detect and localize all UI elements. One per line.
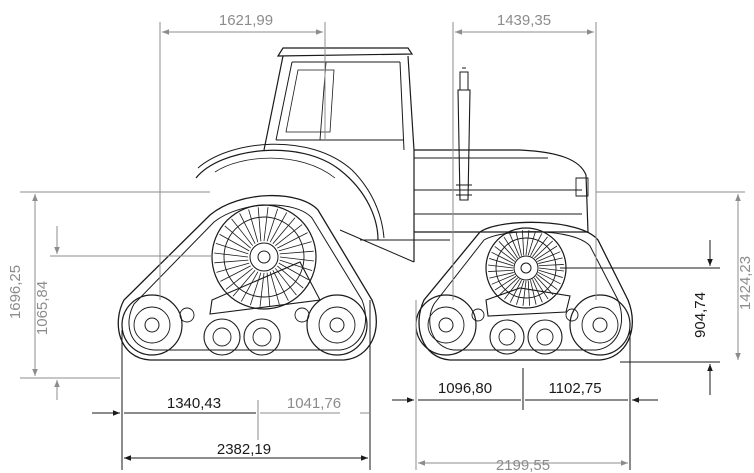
sprocket-spoke bbox=[257, 207, 262, 242]
sprocket-spoke bbox=[504, 279, 520, 300]
sprocket-spoke bbox=[538, 269, 563, 278]
sprocket-spoke bbox=[219, 233, 250, 252]
sprocket-spoke bbox=[269, 271, 280, 305]
sprocket-spoke bbox=[220, 265, 251, 282]
sprocket-spoke bbox=[275, 224, 303, 247]
rear-track-unit bbox=[117, 194, 377, 361]
dim-bottom-rear-total: 2199,55 bbox=[496, 457, 550, 473]
sprocket-spoke bbox=[274, 268, 297, 296]
sprocket-spoke bbox=[488, 264, 514, 269]
sprocket-spoke bbox=[239, 213, 256, 244]
sprocket-spoke bbox=[494, 246, 515, 262]
sprocket-spoke bbox=[214, 259, 249, 264]
sprocket-spoke bbox=[527, 280, 530, 306]
sprocket-spoke bbox=[489, 258, 514, 267]
sprocket-spoke bbox=[216, 262, 250, 273]
sprocket-spoke bbox=[525, 230, 530, 256]
sprocket-spoke bbox=[269, 212, 288, 243]
sprocket-spoke bbox=[538, 267, 564, 272]
sprocket-spoke bbox=[263, 207, 269, 242]
dim-left-inner: 1065,84 bbox=[34, 281, 51, 335]
sprocket-spoke bbox=[530, 233, 543, 256]
dim-bottom-rear-right: 1102,75 bbox=[548, 380, 601, 397]
sprocket-spoke bbox=[279, 256, 314, 262]
dimension-lines bbox=[20, 22, 745, 470]
sprocket-spoke bbox=[527, 231, 536, 256]
tractor-body bbox=[195, 47, 589, 263]
sprocket-spoke bbox=[494, 276, 517, 291]
sprocket-spoke bbox=[489, 272, 514, 279]
sprocket-spoke bbox=[538, 272, 561, 285]
dim-left-outer: 1696,25 bbox=[7, 265, 24, 319]
sprocket-spoke bbox=[266, 208, 279, 242]
sprocket-spoke bbox=[538, 257, 563, 264]
sprocket-spoke bbox=[231, 218, 254, 246]
sprocket-spoke bbox=[522, 230, 525, 256]
sprocket-spoke bbox=[272, 270, 289, 301]
dim-right-inner: 904,74 bbox=[692, 292, 709, 338]
sprocket-spoke bbox=[534, 277, 549, 300]
sprocket-spoke bbox=[498, 241, 517, 260]
sprocket-spoke bbox=[538, 264, 564, 267]
sprocket-spoke bbox=[532, 236, 548, 257]
sprocket-spoke bbox=[278, 262, 309, 281]
dimension-labels: 1621,99 1439,35 1696,25 1065,84 904,74 1… bbox=[7, 12, 754, 473]
sprocket-spoke bbox=[522, 280, 527, 306]
sprocket-spoke bbox=[534, 240, 553, 259]
sprocket-spoke bbox=[537, 274, 558, 290]
dim-bottom-front-right: 1041,76 bbox=[287, 395, 341, 412]
sprocket-spoke bbox=[535, 245, 558, 260]
sprocket-spoke bbox=[488, 269, 514, 272]
sprocket-spoke bbox=[279, 259, 313, 272]
sprocket-spoke bbox=[509, 280, 522, 303]
sprocket-spoke bbox=[240, 271, 259, 302]
sprocket-spoke bbox=[248, 209, 259, 243]
sprocket-spoke bbox=[232, 270, 256, 297]
sprocket-spoke bbox=[279, 250, 314, 255]
sprocket-spoke bbox=[491, 274, 515, 285]
dim-top-right: 1439,35 bbox=[497, 12, 551, 29]
sprocket-spoke bbox=[224, 225, 251, 249]
sprocket-spoke bbox=[215, 242, 249, 255]
sprocket-spoke bbox=[516, 280, 525, 305]
sprocket-spoke bbox=[537, 251, 561, 262]
dim-bottom-front-total: 2382,19 bbox=[217, 441, 271, 458]
sprocket-spoke bbox=[249, 272, 262, 306]
sprocket-spoke bbox=[499, 277, 518, 296]
sprocket-spoke bbox=[535, 276, 554, 295]
sprocket-spoke bbox=[515, 231, 522, 256]
sprocket-spoke bbox=[278, 241, 312, 252]
sprocket-spoke bbox=[266, 272, 271, 307]
sprocket-spoke bbox=[509, 233, 520, 257]
dim-bottom-rear-left: 1096,80 bbox=[438, 380, 492, 397]
sprocket-spoke bbox=[259, 272, 265, 307]
front-track-unit bbox=[415, 221, 633, 361]
sprocket-spoke bbox=[530, 280, 537, 305]
sprocket-spoke bbox=[491, 251, 514, 264]
sprocket-spoke bbox=[225, 267, 253, 290]
dim-top-left: 1621,99 bbox=[219, 12, 273, 29]
dim-right-outer: 1424,23 bbox=[737, 256, 754, 310]
sprocket-spoke bbox=[214, 252, 249, 258]
dim-bottom-front-left: 1340,43 bbox=[167, 395, 221, 412]
sprocket-spoke bbox=[272, 217, 296, 244]
sprocket-spoke bbox=[503, 236, 518, 259]
sprocket-spoke bbox=[277, 232, 308, 249]
